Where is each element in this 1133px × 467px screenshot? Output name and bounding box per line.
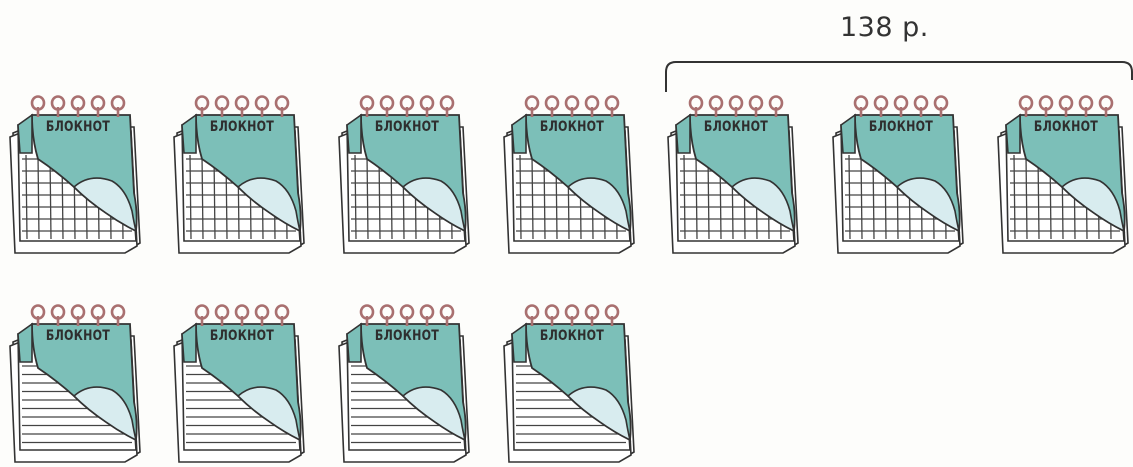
notebook-row2-4: БЛОКНОТ	[502, 302, 637, 462]
notebook-label: БЛОКНОТ	[200, 328, 284, 344]
notebook-row1-2: БЛОКНОТ	[172, 93, 307, 253]
notebook-row1-1: БЛОКНОТ	[8, 93, 143, 253]
notebook-label: БЛОКНОТ	[530, 328, 614, 344]
notebook-label: БЛОКНОТ	[694, 119, 778, 135]
notebook-row1-7: БЛОКНОТ	[996, 93, 1131, 253]
notebook-row1-3: БЛОКНОТ	[337, 93, 472, 253]
notebook-row1-4: БЛОКНОТ	[502, 93, 637, 253]
notebook-label: БЛОКНОТ	[365, 328, 449, 344]
notebook-row2-3: БЛОКНОТ	[337, 302, 472, 462]
notebook-label: БЛОКНОТ	[200, 119, 284, 135]
notebook-label: БЛОКНОТ	[36, 328, 120, 344]
notebook-label: БЛОКНОТ	[365, 119, 449, 135]
notebook-label: БЛОКНОТ	[530, 119, 614, 135]
notebook-row1-5: БЛОКНОТ	[666, 93, 801, 253]
notebook-row2-2: БЛОКНОТ	[172, 302, 307, 462]
notebook-row2-1: БЛОКНОТ	[8, 302, 143, 462]
notebook-row1-6: БЛОКНОТ	[831, 93, 966, 253]
notebook-label: БЛОКНОТ	[1024, 119, 1108, 135]
notebook-label: БЛОКНОТ	[36, 119, 120, 135]
notebook-label: БЛОКНОТ	[859, 119, 943, 135]
